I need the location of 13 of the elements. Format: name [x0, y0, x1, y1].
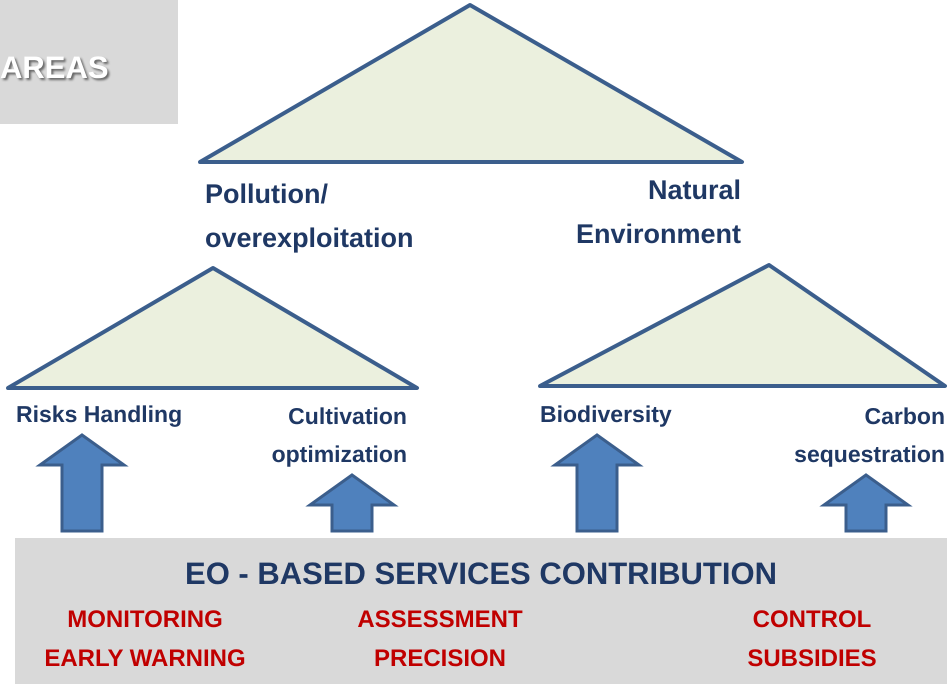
section-heading: AREAS	[0, 50, 109, 86]
panel-title: EO - BASED SERVICES CONTRIBUTION	[184, 556, 778, 592]
service-list: MONITORING EARLY WARNING	[30, 600, 260, 678]
header-panel	[0, 0, 178, 124]
services-panel	[15, 538, 947, 684]
block-arrow	[550, 433, 644, 532]
category-label: Natural Environment	[574, 174, 741, 251]
service-list: ASSESSMENT PRECISION	[325, 600, 555, 678]
category-label: Pollution/ overexploitation	[205, 178, 415, 255]
service-list: CONTROL SUBSIDIES	[697, 600, 927, 678]
block-arrow	[819, 473, 913, 532]
block-arrow	[305, 473, 399, 532]
block-arrow	[35, 433, 129, 532]
